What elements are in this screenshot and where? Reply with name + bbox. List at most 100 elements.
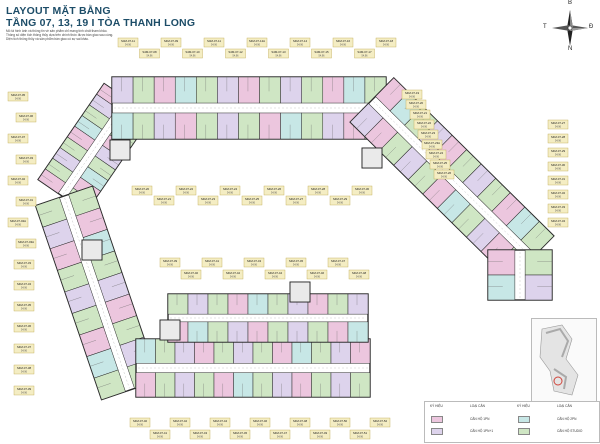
legend-swatch-cyan	[518, 416, 530, 423]
unit-tag-box	[417, 129, 439, 140]
apartment-unit	[111, 76, 134, 104]
apartment-unit	[322, 112, 345, 140]
unit-area: 54,96	[409, 96, 416, 99]
unit-tag-box	[7, 175, 29, 186]
unit-code: S4M-07-24	[223, 187, 238, 191]
unit-code: S4M-07-29	[333, 197, 348, 201]
unit-tag-box	[159, 257, 181, 268]
unit-tag-box	[139, 48, 160, 59]
unit-tag-box	[413, 119, 435, 130]
unit-tag-box	[375, 37, 397, 48]
apartment-unit	[213, 372, 234, 398]
unit-tag-box	[246, 37, 268, 48]
stair-core	[159, 319, 181, 341]
unit-code: S4M-07-28	[551, 135, 566, 139]
unit-tag-box	[547, 147, 569, 158]
unit-code: S4M-07-45	[233, 431, 248, 435]
apartment-unit	[153, 76, 176, 104]
apartment-unit	[280, 112, 302, 140]
unit-code: S4M-07-48	[293, 419, 308, 423]
unit-tag-box	[349, 429, 371, 440]
compass-rose-icon: B N Đ T	[543, 0, 593, 52]
corridor-line	[373, 101, 531, 257]
apartment-unit	[252, 372, 273, 398]
unit-area: 54,96	[205, 202, 212, 205]
partition-line	[414, 175, 426, 187]
note-line: Thông số diện tích thông thủy dựa trên c…	[6, 33, 114, 37]
unit-area: 54,96	[254, 44, 261, 47]
unit-area: 54,96	[21, 392, 28, 395]
unit-tag-box	[180, 269, 202, 280]
partition-line	[356, 118, 367, 129]
unit-area: 54,96	[433, 156, 440, 159]
unit-area: 54,96	[293, 202, 300, 205]
unit-area: 54,96	[161, 202, 168, 205]
partition-line	[462, 156, 474, 167]
unit-tag-box	[429, 159, 451, 170]
apartment-unit	[520, 221, 555, 255]
partition-line	[48, 163, 60, 172]
compass-west-label: T	[543, 24, 547, 30]
apartment-unit	[132, 76, 155, 104]
unit-code: S4M-07-02	[11, 177, 26, 181]
apartment-unit	[259, 76, 281, 104]
legend-swatch-lavender	[431, 428, 443, 435]
unit-area: 54,96	[190, 55, 197, 58]
apartment-unit	[217, 112, 239, 140]
unit-tag-box	[15, 154, 37, 165]
unit-tag-box	[15, 112, 37, 123]
unit-area: 54,96	[357, 436, 364, 439]
compass-north-label: B	[568, 0, 573, 6]
unit-code: S4M-07-46	[310, 271, 325, 275]
unit-code: S4M-07-18	[379, 39, 394, 43]
unit-code: S4M-07-42	[226, 271, 241, 275]
apartment-unit	[350, 372, 371, 398]
apartment-unit	[187, 293, 209, 315]
apartment-unit	[301, 112, 324, 140]
unit-code: S4M-07-43	[247, 259, 262, 263]
apartment-unit	[287, 321, 309, 343]
apartment-unit	[259, 112, 281, 140]
unit-area: 54,96	[555, 196, 562, 199]
partition-line	[38, 210, 53, 216]
unit-tag-box	[285, 195, 307, 206]
unit-code: S4M-07-46	[253, 419, 268, 423]
unit-code: S4M-07-12	[228, 50, 243, 54]
unit-tag-box	[182, 48, 203, 59]
compass-south-label: N	[568, 46, 573, 52]
unit-area: 54,96	[21, 371, 28, 374]
unit-tag-box	[243, 257, 265, 268]
partition-line	[99, 89, 112, 98]
unit-tag-box	[547, 203, 569, 214]
unit-tag-box	[421, 139, 443, 150]
unit-tag-box	[7, 133, 29, 144]
partition-line	[70, 131, 82, 140]
partition-line	[90, 361, 104, 367]
unit-code: S4M-07-22	[417, 121, 432, 125]
apartment-unit	[111, 112, 134, 140]
apartment-unit	[347, 321, 369, 343]
unit-area: 54,96	[555, 182, 562, 185]
apartment-unit	[311, 372, 332, 398]
unit-area: 54,96	[15, 182, 22, 185]
legend-swatch-pink	[431, 416, 443, 423]
unit-tag-box	[285, 257, 307, 268]
unit-code: S4M-07-27	[289, 197, 304, 201]
legend-header: KÝ HIỆU	[517, 404, 530, 408]
